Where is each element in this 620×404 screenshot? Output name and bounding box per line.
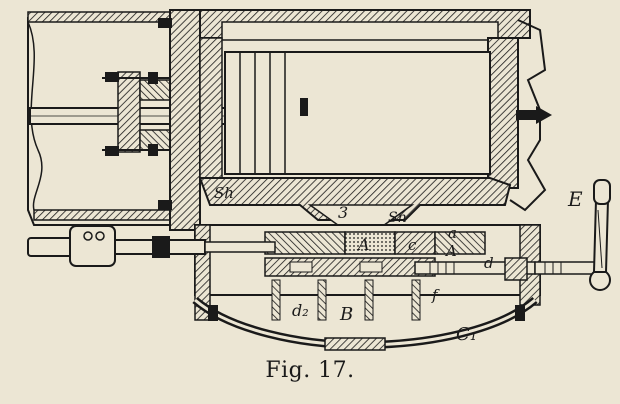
label-a-lower: a: [448, 224, 457, 242]
label-a-upper: A: [356, 235, 370, 254]
label-sn: Sn: [388, 210, 407, 226]
label-e: E: [567, 187, 583, 211]
valve-rod-left: [27, 225, 276, 267]
stuffing-box: [102, 71, 200, 156]
label-b: B: [339, 304, 353, 325]
label-d2: d₂: [292, 301, 309, 320]
label-c: c: [408, 236, 417, 254]
valve-chest: [194, 224, 541, 321]
label-f: f: [431, 286, 440, 304]
label-c1: C₁: [456, 324, 477, 345]
label-sh: Sh: [214, 184, 234, 202]
lower-casing: [192, 296, 538, 351]
cylinder-floor: [198, 177, 512, 229]
label-3: 3: [338, 203, 348, 222]
figure-caption: Fig. 17.: [265, 358, 355, 383]
piston: [224, 51, 491, 175]
screw-spindle: [414, 179, 611, 291]
label-a-cap: A: [444, 242, 457, 260]
label-d: d: [484, 254, 494, 272]
